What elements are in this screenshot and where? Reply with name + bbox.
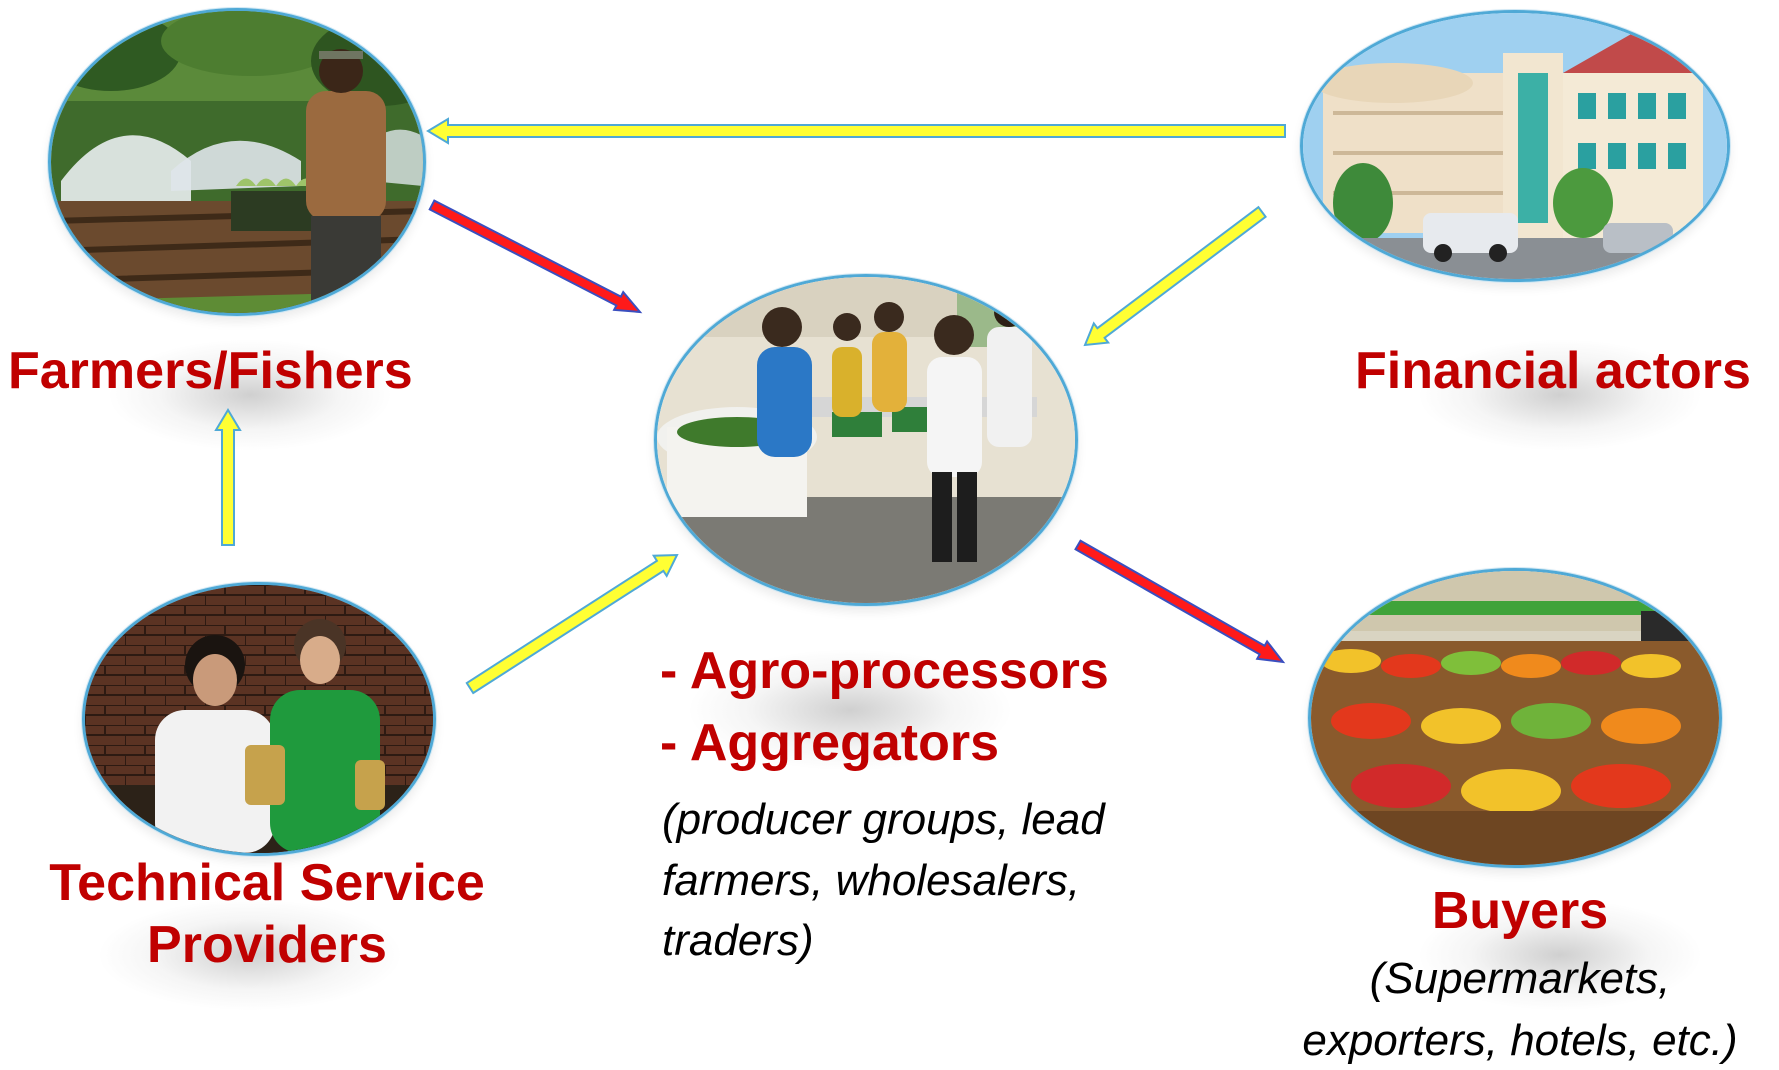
arrow-technical-to-processors [465, 553, 679, 695]
technical-label: Technical Service Providers [22, 852, 512, 977]
financial-label-shadow [1420, 340, 1700, 450]
processors-label-shadow [690, 650, 1010, 770]
technical-photo [82, 582, 436, 856]
financial-photo-illustration [1303, 13, 1727, 279]
arrow-financial-to-processors [1083, 205, 1267, 347]
processors-photo [654, 274, 1078, 606]
buyers-note-line2: exporters, hotels, etc.) [1302, 1016, 1738, 1066]
arrow-farmers-to-processors [428, 199, 643, 314]
farmers-label-shadow [110, 340, 390, 450]
technical-label-shadow [100, 900, 400, 1010]
farmers-photo [48, 8, 426, 316]
buyers-photo-illustration [1311, 571, 1719, 865]
farmers-photo-illustration [51, 11, 423, 313]
processors-note-line2: farmers, wholesalers, [662, 855, 1081, 905]
buyers-photo [1308, 568, 1722, 868]
processors-label: - Agro-processors - Aggregators [660, 640, 1109, 774]
technical-label-line2: Providers [147, 916, 387, 975]
processors-note-line1: (producer groups, lead [662, 795, 1105, 844]
buyers-note: (Supermarkets, exporters, hotels, etc.) [1270, 948, 1770, 1070]
buyers-note-line1: (Supermarkets, [1369, 954, 1671, 1003]
technical-photo-illustration [85, 585, 433, 853]
processors-label-line1: - Agro-processors [660, 642, 1109, 700]
farmers-label: Farmers/Fishers [8, 342, 413, 400]
buyers-label-shadow [1420, 900, 1700, 1010]
processors-note: (producer groups, lead farmers, wholesal… [662, 790, 1105, 972]
processors-note-line3: traders) [662, 916, 814, 966]
arrow-financial-to-farmers [426, 117, 1286, 145]
buyers-label: Buyers [1431, 882, 1609, 940]
financial-photo [1300, 10, 1730, 282]
processors-photo-illustration [657, 277, 1075, 603]
technical-label-line1: Technical Service [49, 854, 485, 912]
processors-label-line2: - Aggregators [660, 714, 999, 772]
financial-label: Financial actors [1355, 342, 1751, 400]
